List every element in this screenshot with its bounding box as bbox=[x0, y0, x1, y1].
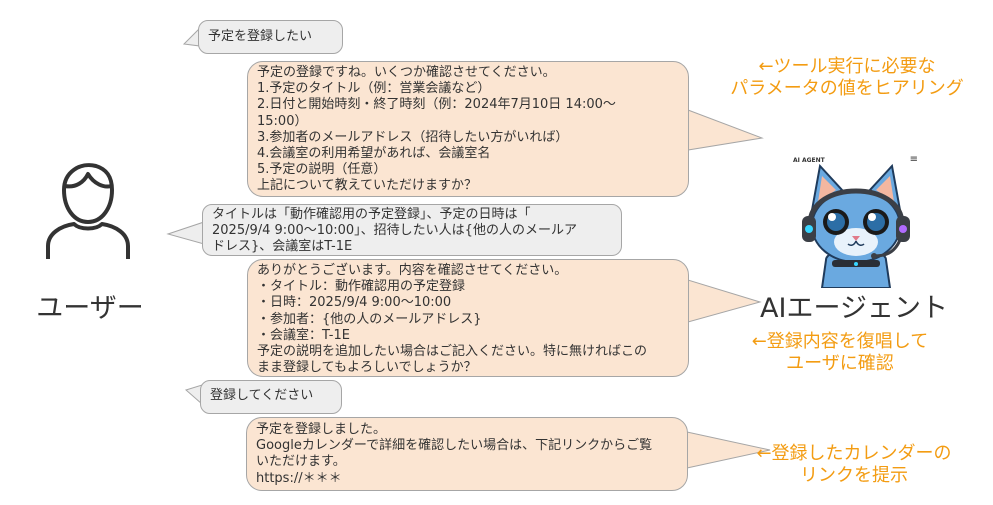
hamburger-menu-icon: ≡ bbox=[909, 154, 918, 165]
cat-icon bbox=[802, 163, 910, 289]
agent-label: AIエージェント bbox=[760, 293, 948, 324]
annotation-hearing: ←ツール実行に必要な パラメータの値をヒアリング bbox=[730, 56, 964, 99]
agent-message-2: ありがとうございます。内容を確認させてください。 ・タイトル：動作確認用の予定登… bbox=[247, 259, 689, 377]
agent-image-caption: AI AGENT bbox=[793, 157, 825, 164]
tail-agent-2 bbox=[687, 279, 762, 323]
annotation-link: ←登録したカレンダーの リンクを提示 bbox=[756, 443, 952, 486]
user-icon bbox=[46, 163, 130, 259]
user-message-3: 登録してください bbox=[200, 380, 342, 414]
user-message-1: 予定を登録したい bbox=[198, 20, 343, 54]
user-label: ユーザー bbox=[36, 293, 144, 324]
agent-message-3: 予定を登録しました。 Googleカレンダーで詳細を確認したい場合は、下記リンク… bbox=[246, 417, 688, 491]
agent-message-1: 予定の登録ですね。いくつか確認させてください。 1.予定のタイトル（例：営業会議… bbox=[247, 61, 689, 197]
annotation-confirm: ←登録内容を復唱して ユーザに確認 bbox=[751, 331, 929, 374]
user-message-2: タイトルは「動作確認用の予定登録」、予定の日時は「 2025/9/4 9:00〜… bbox=[202, 204, 622, 256]
tail-user-2 bbox=[166, 221, 205, 245]
tail-agent-1 bbox=[687, 109, 764, 151]
agent-avatar: AI AGENT ≡ bbox=[790, 150, 922, 289]
